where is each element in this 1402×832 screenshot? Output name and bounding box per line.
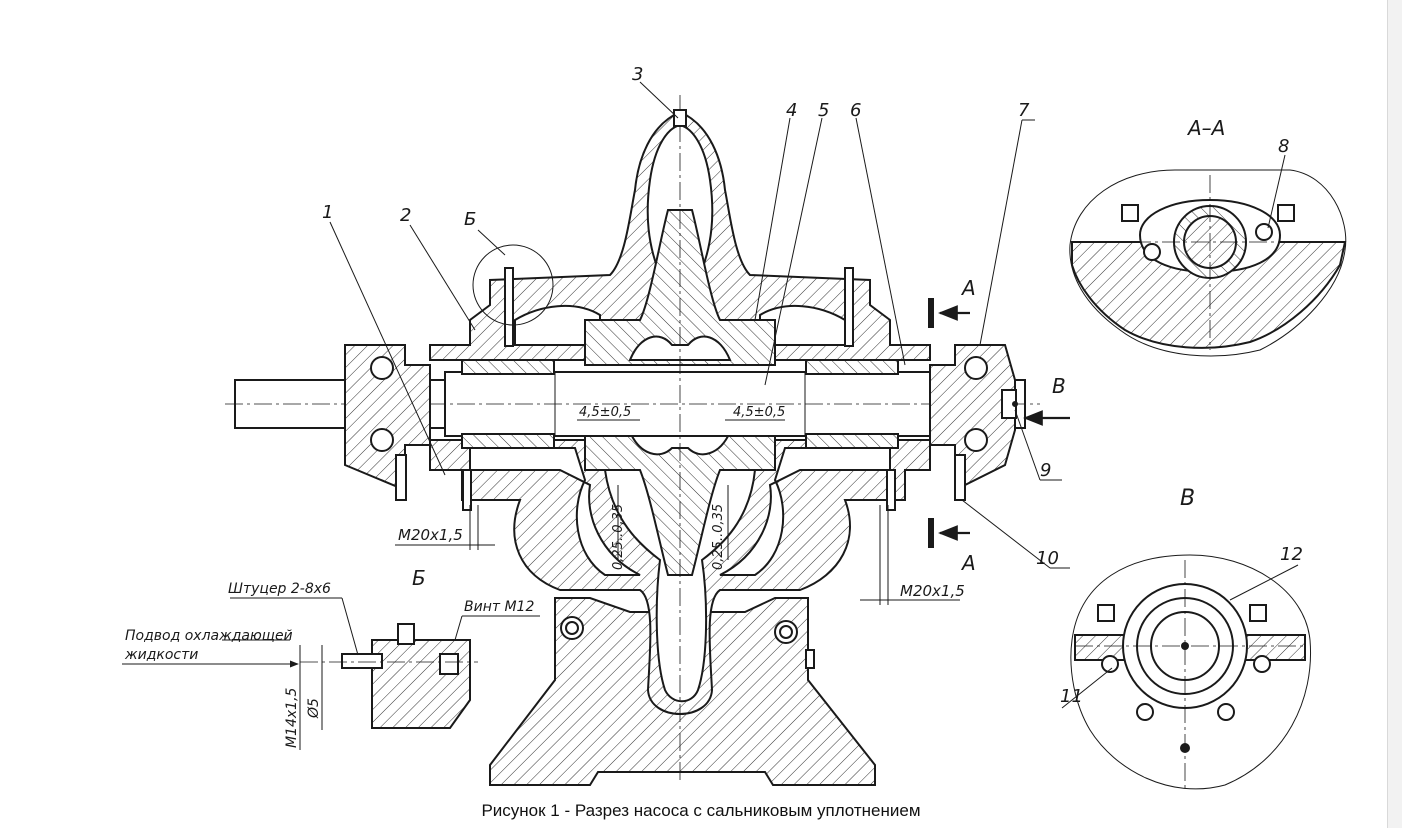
drain-plug-right: [886, 469, 896, 511]
section-a-a-nut-right: [1277, 204, 1295, 222]
callout-7: 7: [1018, 100, 1030, 121]
detail-thread-label: М14х1,5: [284, 687, 300, 748]
section-a-a-nut-left: [1121, 204, 1139, 222]
gland-packing-left-top: [461, 359, 555, 375]
callout-3: 3: [632, 64, 643, 85]
callout-4: 4: [786, 100, 797, 121]
view-b-nut-left: [1097, 604, 1115, 622]
detail-b-screw: [439, 653, 459, 675]
gland-packing-right-bottom: [805, 433, 899, 449]
grease-nipple: [1012, 401, 1018, 407]
bearing-ball-right-top: [964, 356, 988, 380]
air-vent-plug: [673, 109, 687, 127]
discharge-void-right: [759, 304, 846, 346]
view-b-bolt-4: [1217, 703, 1235, 721]
coolant-fitting-right: [954, 454, 966, 501]
view-b-title: В: [1180, 486, 1195, 511]
gap-left-label: 4,5±0,5: [579, 405, 631, 420]
detail-b-view: Б Штуцер 2-8х6 Винт М12 Подвод охлаждающ…: [122, 566, 540, 750]
coolant-fitting-left: [395, 454, 407, 501]
clearance-right-label: 0,25..0,35: [711, 504, 726, 570]
section-a-a-bolt-left: [1143, 243, 1161, 261]
callout-11: 11: [1060, 686, 1083, 707]
thread-right-label: М20х1,5: [900, 582, 965, 600]
dimension-lines: [395, 419, 960, 605]
tie-bolt-left: [504, 267, 514, 347]
page-edge: [1387, 0, 1402, 828]
discharge-void-left: [514, 304, 601, 346]
bearing-ball-right-bottom: [964, 428, 988, 452]
detail-b-ref-label: Б: [464, 209, 476, 230]
gland-packing-right-top: [805, 359, 899, 375]
cut-a-top-label: А: [960, 276, 976, 300]
impeller-eye-upper: [628, 335, 732, 361]
detail-b-fitting: [341, 653, 383, 669]
screw-label: Винт М12: [464, 599, 534, 615]
view-b-bolt-2: [1253, 655, 1271, 673]
cut-marker-a-bottom: [928, 518, 934, 548]
base-bolt-hole-right-inner: [779, 625, 793, 639]
detail-b-screw-head: [397, 623, 415, 645]
callout-5: 5: [818, 100, 829, 121]
bearing-housing-left: [344, 344, 431, 492]
figure-caption: Рисунок 1 - Разрез насоса с сальниковым …: [481, 801, 921, 820]
callout-6: 6: [850, 100, 861, 121]
section-a-a-view: А–А 8: [1069, 116, 1347, 357]
section-a-a-title: А–А: [1186, 116, 1225, 140]
callout-8: 8: [1278, 136, 1289, 157]
leader-lines: [329, 81, 1070, 569]
gland-packing-left-bottom: [461, 433, 555, 449]
tie-bolt-right: [844, 267, 854, 347]
gap-right-label: 4,5±0,5: [733, 405, 785, 420]
detail-b-title: Б: [412, 566, 426, 590]
impeller-upper: [584, 209, 776, 366]
view-b-bolt-3: [1136, 703, 1154, 721]
view-b: В 12 11: [1060, 486, 1312, 790]
section-a-a-housing: [1071, 241, 1347, 349]
main-section-view: 1 2 3 4 5 6 7 9 10 Б А А В М20х1,5 М20х1…: [225, 64, 1070, 786]
bearing-ball-left-bottom: [370, 428, 394, 452]
section-a-a-outline: [1069, 169, 1347, 357]
coolant-label-line1: Подвод охлаждающей: [125, 628, 293, 644]
base-bolt-hole-left-inner: [565, 621, 579, 635]
suction-channel-right: [719, 447, 891, 576]
view-b-nut-right: [1249, 604, 1267, 622]
callout-10: 10: [1036, 548, 1059, 569]
arrow-b-label: В: [1052, 374, 1066, 398]
callout-12: 12: [1280, 544, 1303, 565]
coolant-label-line2: жидкости: [124, 647, 198, 663]
callout-9: 9: [1040, 460, 1051, 481]
volute-lower-void: [603, 469, 757, 703]
cut-a-bottom-label: А: [960, 551, 976, 575]
detail-b-circle: [472, 244, 554, 326]
fitting-label: Штуцер 2-8х6: [228, 581, 331, 597]
drain-plug-left: [462, 469, 472, 511]
clearance-left-label: 0,25..0,35: [611, 504, 626, 570]
base-plug: [805, 649, 815, 669]
bearing-ball-left-top: [370, 356, 394, 380]
view-b-outline: [1070, 554, 1312, 790]
callout-2: 2: [400, 205, 411, 226]
suction-channel-left: [469, 447, 641, 576]
thread-left-label: М20х1,5: [398, 526, 463, 544]
detail-dia-label: Ø5: [306, 698, 322, 719]
section-a-a-bolt-right: [1255, 223, 1273, 241]
callout-1: 1: [322, 202, 333, 223]
cut-marker-a-top: [928, 298, 934, 328]
view-b-bolt-1: [1101, 655, 1119, 673]
